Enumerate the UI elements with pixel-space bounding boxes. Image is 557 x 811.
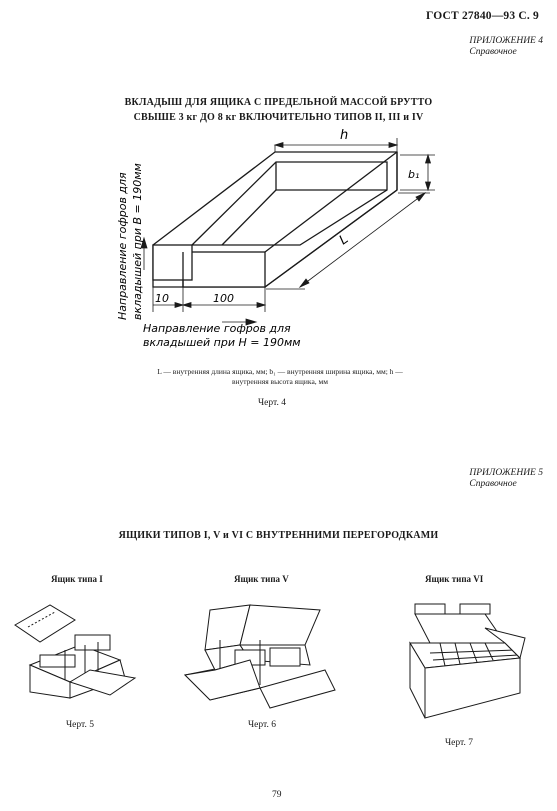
box-type-5-drawing xyxy=(183,604,336,709)
section-4-title-line1: ВКЛАДЫШ ДЛЯ ЯЩИКА С ПРЕДЕЛЬНОЙ МАССОЙ БР… xyxy=(124,97,433,108)
insert-drawing: h b₁ L 10 100 Направление гофров для вкл… xyxy=(116,128,435,349)
section-4-title: ВКЛАДЫШ ДЛЯ ЯЩИКА С ПРЕДЕЛЬНОЙ МАССОЙ БР… xyxy=(0,95,557,125)
box-type-5-title: Ящик типа V xyxy=(234,574,289,584)
vertical-note-line1: Направление гофров для xyxy=(116,172,129,320)
label-b1: b₁ xyxy=(408,168,419,181)
appendix-5-kind: Справочное xyxy=(469,479,517,489)
box-type-1-drawing xyxy=(14,604,137,699)
appendix-4-label: ПРИЛОЖЕНИЕ 4 xyxy=(469,36,543,46)
horizontal-note-line1: Направление гофров для xyxy=(143,322,291,335)
label-L: L xyxy=(337,232,352,248)
label-h: h xyxy=(340,128,348,143)
figure-5-caption: Черт. 5 xyxy=(66,720,94,730)
figure-4-legend: L — внутренняя длина ящика, мм; b₁ — вну… xyxy=(100,367,460,387)
appendix-4-block: ПРИЛОЖЕНИЕ 4 Справочное xyxy=(469,36,543,58)
figure-6-caption: Черт. 6 xyxy=(248,720,276,730)
section-5-title: ЯЩИКИ ТИПОВ I, V и VI С ВНУТРЕННИМИ ПЕРЕ… xyxy=(118,530,439,541)
figure-4-caption: Черт. 4 xyxy=(258,398,286,408)
section-4-title-line2: СВЫШЕ 3 кг ДО 8 кг ВКЛЮЧИТЕЛЬНО ТИПОВ II… xyxy=(133,112,424,123)
box-type-1-title: Ящик типа I xyxy=(51,574,103,584)
appendix-5-label: ПРИЛОЖЕНИЕ 5 xyxy=(469,468,543,478)
box-type-6-title: Ящик типа VI xyxy=(425,574,484,584)
dim-100: 100 xyxy=(213,292,234,305)
horizontal-note-line2: вкладышей при Н = 190мм xyxy=(143,336,301,349)
box-type-6-drawing xyxy=(409,603,526,719)
legend-line1: L — внутренняя длина ящика, мм; b₁ — вну… xyxy=(157,367,403,376)
appendix-4-kind: Справочное xyxy=(469,47,517,57)
vertical-note-line2: вкладышей при В = 190мм xyxy=(131,163,144,320)
page-number: 79 xyxy=(272,790,282,800)
appendix-5-block: ПРИЛОЖЕНИЕ 5 Справочное xyxy=(469,468,543,490)
legend-line2: внутренняя высота ящика, мм xyxy=(231,377,329,386)
dim-10: 10 xyxy=(155,292,169,305)
figure-7-caption: Черт. 7 xyxy=(445,738,473,748)
document-header: ГОСТ 27840—93 С. 9 xyxy=(426,10,539,22)
